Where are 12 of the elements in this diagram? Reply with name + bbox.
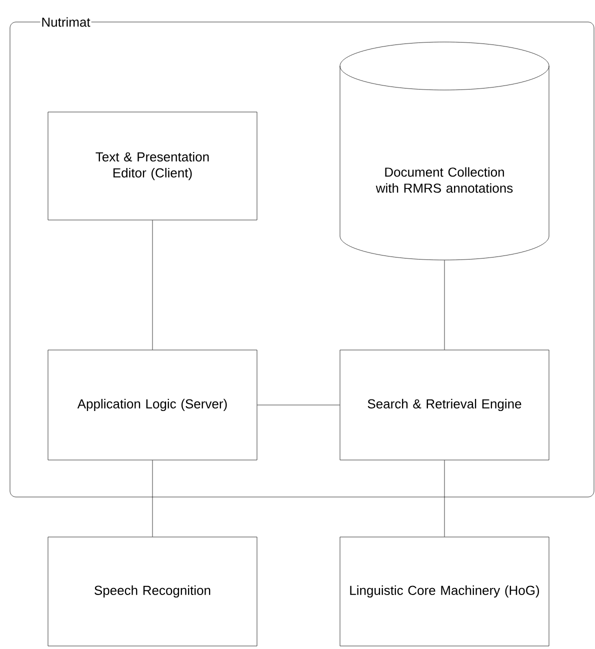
connector-line <box>444 460 445 537</box>
connector-line <box>152 460 153 537</box>
database-cylinder: Document Collection with RMRS annotations <box>340 42 550 260</box>
process-box: Search & Retrieval Engine <box>340 350 550 460</box>
node-label: Document Collection with RMRS annotations <box>376 167 513 193</box>
process-box: Linguistic Core Machinery (HoG) <box>340 536 550 646</box>
connector-line <box>444 260 445 350</box>
connector-line <box>152 220 153 350</box>
process-box: Speech Recognition <box>48 536 258 646</box>
process-box: Application Logic (Server) <box>48 350 258 460</box>
process-box: Text & Presentation Editor (Client) <box>48 112 258 220</box>
connector-line <box>257 404 340 406</box>
